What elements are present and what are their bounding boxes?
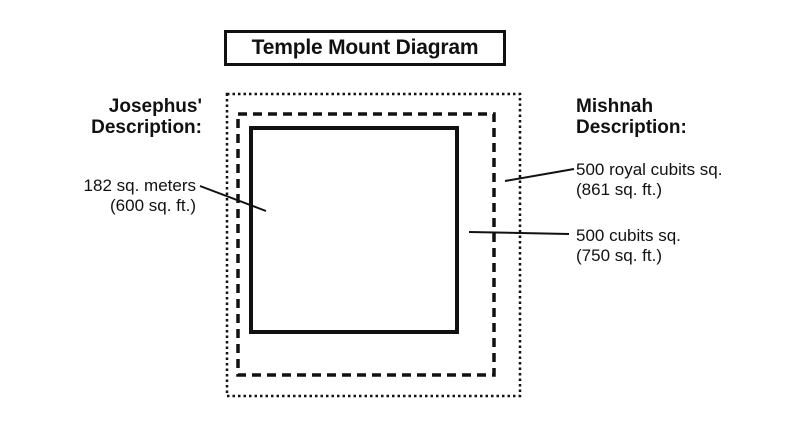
royal-cubits-label: 500 royal cubits sq. (861 sq. ft.) <box>576 160 722 200</box>
josephus-heading: Josephus' Description: <box>60 96 202 138</box>
cubits-label: 500 cubits sq. (750 sq. ft.) <box>576 226 681 266</box>
mishnah-heading-line2: Description: <box>576 117 687 138</box>
josephus-label-line2: (600 sq. ft.) <box>110 196 196 215</box>
mishnah-heading-line1: Mishnah <box>576 96 654 117</box>
mishnah-heading: Mishnah Description: <box>576 96 776 138</box>
josephus-leader-line <box>199 185 267 212</box>
cubits-leader-line <box>468 231 570 235</box>
diagram-title: Temple Mount Diagram <box>224 30 506 66</box>
outer-dotted-square <box>225 92 522 398</box>
inner-solid-square <box>249 126 459 334</box>
josephus-label: 182 sq. meters (600 sq. ft.) <box>30 176 196 216</box>
middle-dashed-square <box>236 112 496 377</box>
cubits-label-line1: 500 cubits sq. <box>576 226 681 245</box>
josephus-label-line1: 182 sq. meters <box>83 176 196 195</box>
cubits-label-line2: (750 sq. ft.) <box>576 246 662 265</box>
josephus-heading-line2: Description: <box>91 117 202 138</box>
royal-cubits-label-line2: (861 sq. ft.) <box>576 180 662 199</box>
royal-cubits-label-line1: 500 royal cubits sq. <box>576 160 723 179</box>
josephus-heading-line1: Josephus' <box>108 96 202 117</box>
royal-cubits-leader-line <box>504 168 575 182</box>
